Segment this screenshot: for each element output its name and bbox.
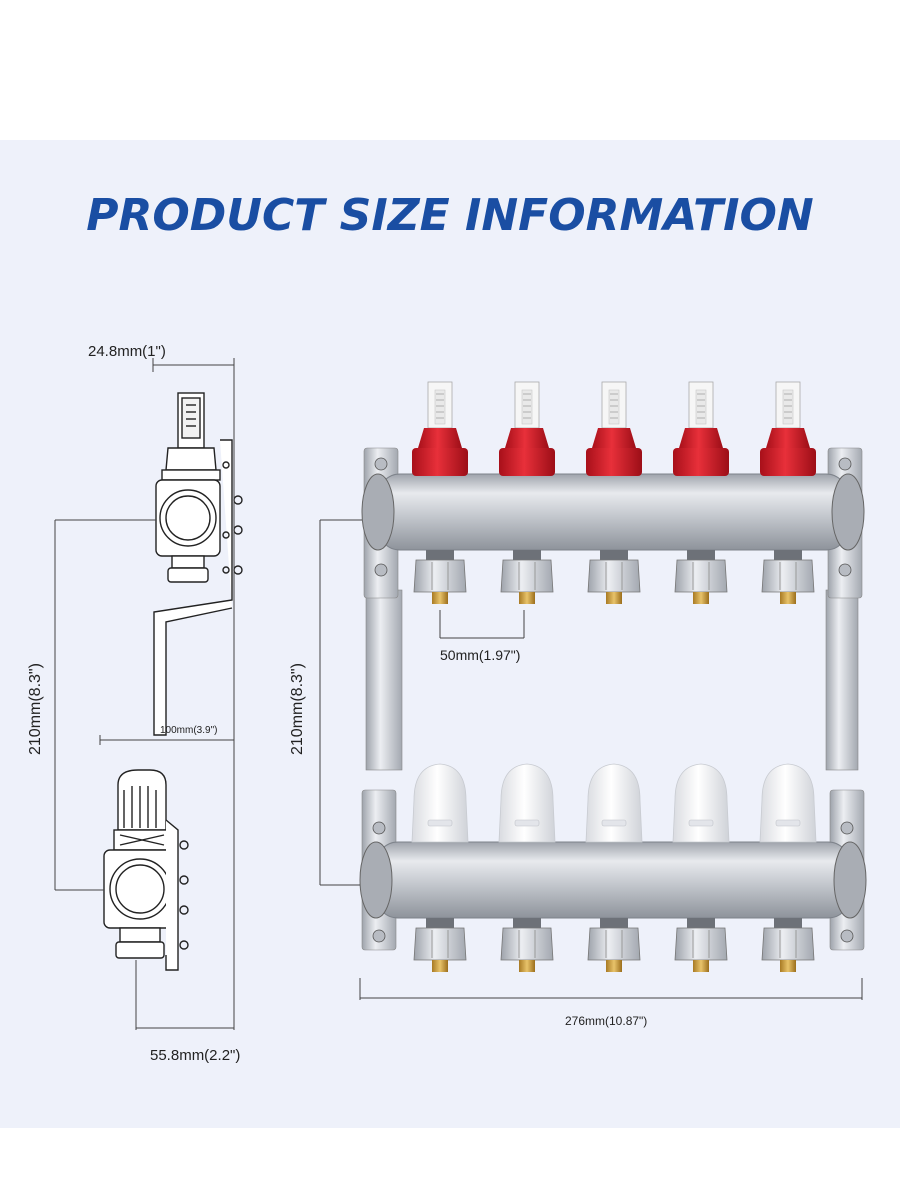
supply-fitting-4-brass-insert: [693, 592, 709, 604]
supply-fitting-3: [587, 559, 641, 593]
return-bar-end-right: [833, 841, 867, 919]
return-fitting-3-nut-top: [600, 918, 628, 928]
supply-fitting-1: [413, 559, 467, 593]
return-bar-end-left: [359, 841, 393, 919]
return-fitting-2-brass-insert: [519, 960, 535, 972]
front-height-label: 210mm(8.3"): [289, 663, 306, 755]
valve-cap-1: [411, 763, 469, 843]
valve-cap-3: [585, 763, 643, 843]
return-fitting-5: [761, 927, 815, 961]
supply-fitting-5: [761, 559, 815, 593]
return-fitting-2: [500, 927, 554, 961]
flowmeter-base-2: [499, 448, 555, 476]
return-fitting-2-nut-top: [513, 918, 541, 928]
flowmeter-cap-1: [418, 428, 462, 448]
supply-fitting-3-nut-top: [600, 550, 628, 560]
return-bar: [375, 841, 851, 919]
screw-icon: [838, 457, 852, 471]
screw-icon: [374, 457, 388, 471]
flowmeter-base-1: [412, 448, 468, 476]
side-view-dimensions: [54, 358, 235, 1030]
flowmeter-cap-4: [679, 428, 723, 448]
supply-fitting-2-nut-top: [513, 550, 541, 560]
screw-icon: [372, 929, 386, 943]
supply-fitting-4-nut-top: [687, 550, 715, 560]
flowmeter-base-4: [673, 448, 729, 476]
return-fitting-5-nut-top: [774, 918, 802, 928]
return-fitting-4-brass-insert: [693, 960, 709, 972]
supply-fitting-2-brass-insert: [519, 592, 535, 604]
page-title: PRODUCT SIZE INFORMATION: [86, 190, 814, 241]
supply-fitting-5-brass-insert: [780, 592, 796, 604]
front-spacing-label: 50mm(1.97"): [440, 647, 520, 663]
flowmeter-cap-5: [766, 428, 810, 448]
valve-cap-2: [498, 763, 556, 843]
flowmeter-base-3: [586, 448, 642, 476]
screw-icon: [840, 929, 854, 943]
return-fitting-4: [674, 927, 728, 961]
supply-bar-end-left: [361, 473, 395, 551]
return-fitting-1: [413, 927, 467, 961]
return-fitting-3-brass-insert: [606, 960, 622, 972]
supply-bar-end-right: [831, 473, 865, 551]
side-height-label: 210mm(8.3"): [27, 663, 44, 755]
flowmeter-cap-2: [505, 428, 549, 448]
background-panel: [0, 140, 900, 1128]
supply-fitting-1-nut-top: [426, 550, 454, 560]
supply-fitting-1-brass-insert: [432, 592, 448, 604]
return-fitting-5-brass-insert: [780, 960, 796, 972]
side-top-width-label: 24.8mm(1"): [88, 343, 166, 360]
screw-icon: [838, 563, 852, 577]
return-fitting-4-nut-top: [687, 918, 715, 928]
supply-fitting-4: [674, 559, 728, 593]
screw-icon: [840, 821, 854, 835]
side-depth-label: 100mm(3.9"): [160, 725, 217, 736]
front-view-dimensions: [319, 519, 863, 1000]
screw-icon: [372, 821, 386, 835]
supply-fitting-2: [500, 559, 554, 593]
side-bottom-width-label: 55.8mm(2.2"): [150, 1047, 240, 1064]
valve-cap-4: [672, 763, 730, 843]
front-view-manifold: [359, 381, 867, 972]
screw-icon: [374, 563, 388, 577]
return-fitting-1-nut-top: [426, 918, 454, 928]
left-bracket-strap: [365, 589, 403, 771]
side-view-drawing: [103, 392, 243, 971]
supply-bar: [377, 473, 849, 551]
flowmeter-cap-3: [592, 428, 636, 448]
right-bracket-strap: [825, 589, 859, 771]
front-width-label: 276mm(10.87"): [565, 1014, 647, 1028]
valve-cap-5: [759, 763, 817, 843]
supply-fitting-3-brass-insert: [606, 592, 622, 604]
return-fitting-1-brass-insert: [432, 960, 448, 972]
return-fitting-3: [587, 927, 641, 961]
supply-fitting-5-nut-top: [774, 550, 802, 560]
flowmeter-base-5: [760, 448, 816, 476]
